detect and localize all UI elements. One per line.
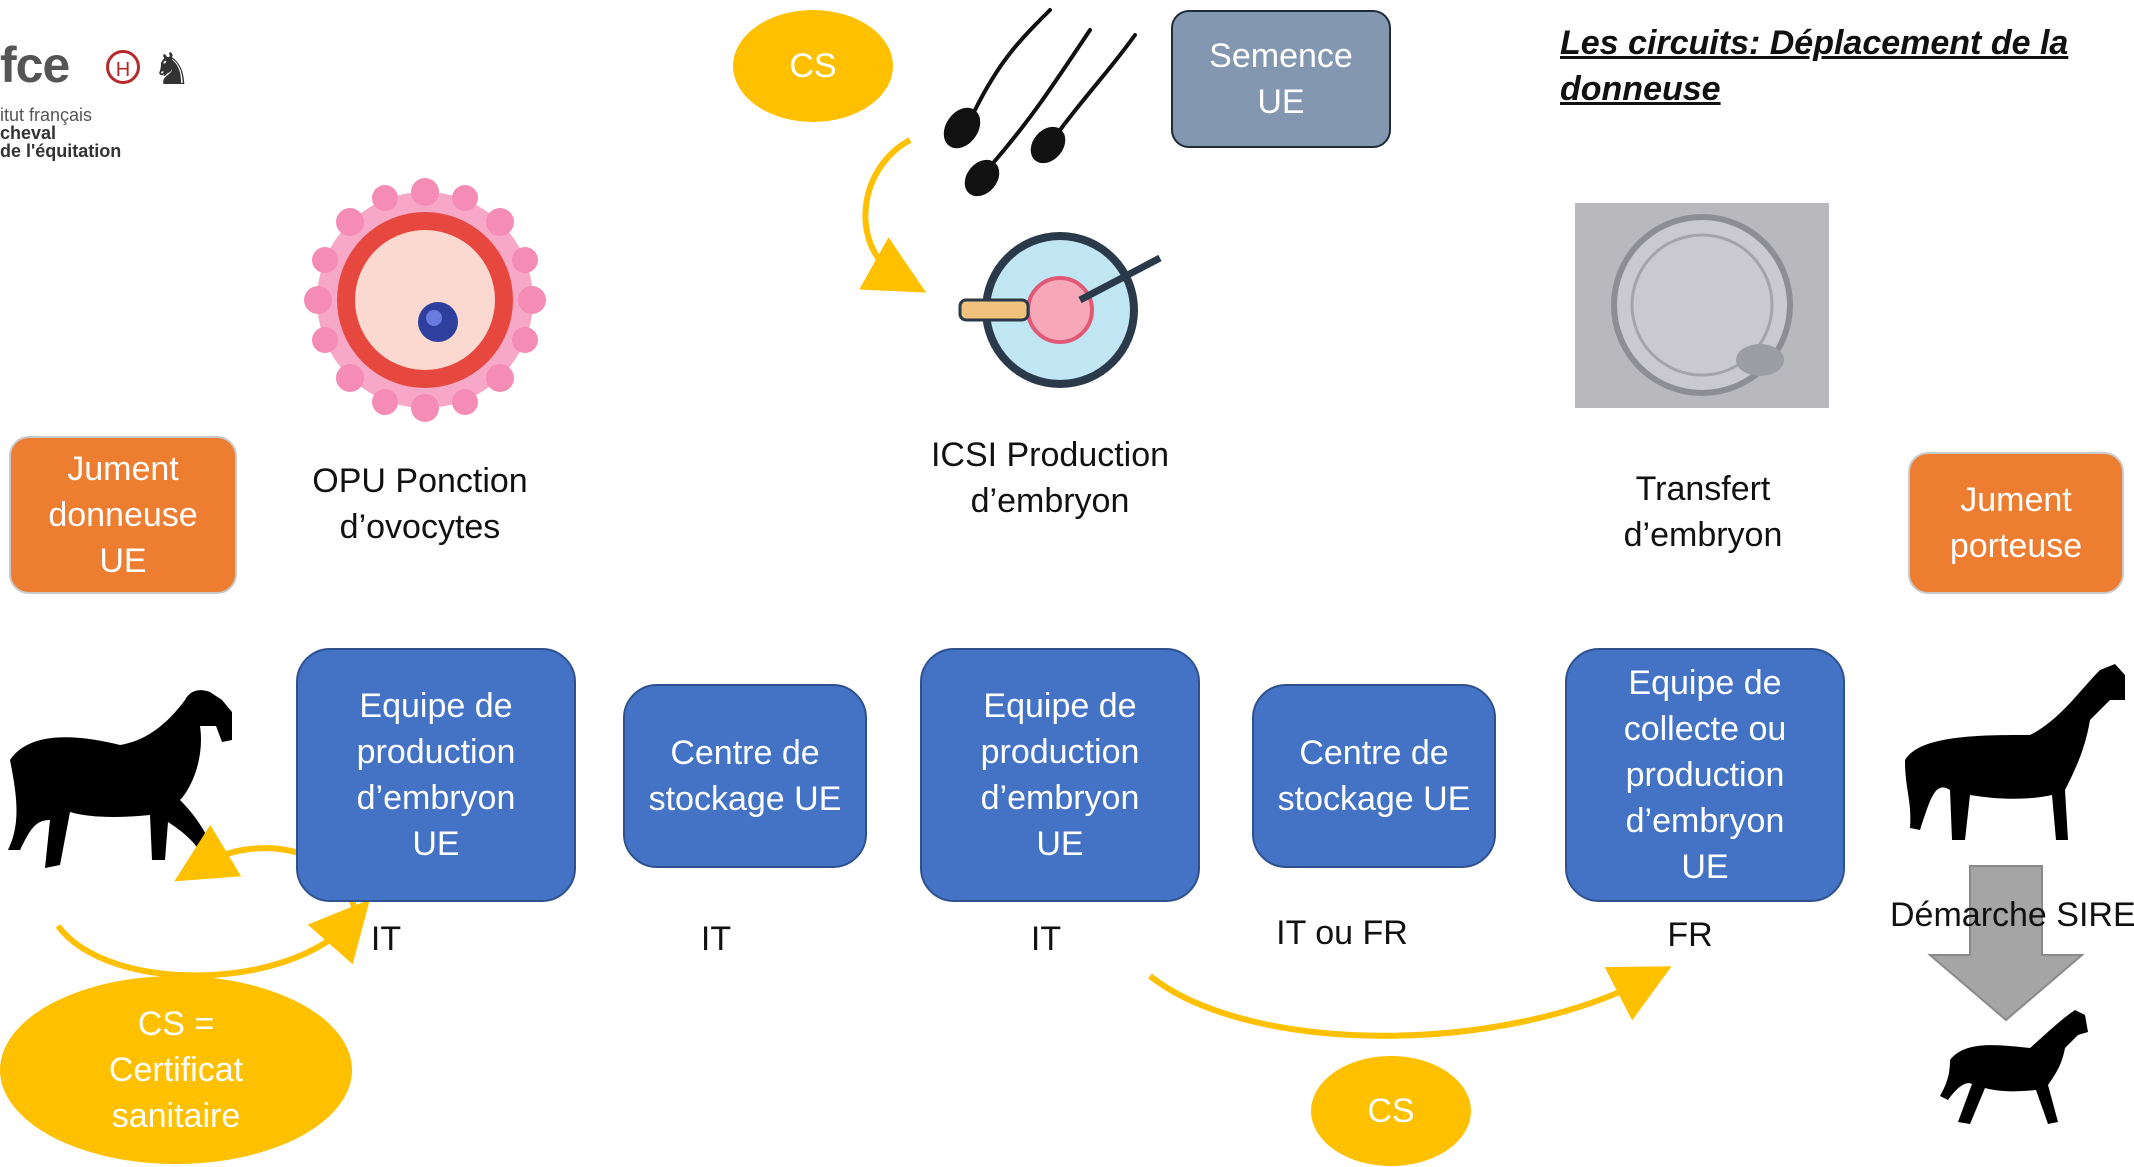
cs-legend: CS = Certificat sanitaire xyxy=(0,976,352,1164)
oocyte-icon xyxy=(304,178,546,422)
node-production-team-2: Equipe de production d’embryon UE xyxy=(920,648,1200,902)
node-semen: Semence UE xyxy=(1171,10,1391,148)
step-sire: Démarche SIRE xyxy=(1890,896,2134,934)
logo: fce H ♞ itut français cheval de l'équita… xyxy=(0,36,220,166)
sire-arrow xyxy=(1927,865,2085,1022)
sperm-icon xyxy=(943,8,1137,197)
logo-horse-icon: ♞ xyxy=(152,45,192,94)
logo-line-3: de l'équitation xyxy=(0,141,122,161)
country-label-5: FR xyxy=(1667,916,1713,954)
country-label-4: IT ou FR xyxy=(1276,914,1408,952)
step-opu: OPU Ponction d’ovocytes xyxy=(312,462,528,546)
logo-line-1: itut français xyxy=(0,105,93,125)
donor-mare-icon xyxy=(8,690,232,868)
country-label-3: IT xyxy=(1030,920,1062,958)
logo-caption: itut français cheval de l'équitation xyxy=(0,106,121,160)
cs-badge-top: CS xyxy=(733,10,893,122)
cs-arrow-top xyxy=(859,137,927,293)
foal-icon xyxy=(1940,1010,2088,1124)
cs-badge-bottom: CS xyxy=(1311,1056,1471,1166)
embryo-image xyxy=(1575,203,1829,408)
node-collection-team: Equipe de collecte ou production d’embry… xyxy=(1565,648,1845,902)
node-storage-center-2: Centre de stockage UE xyxy=(1252,684,1496,868)
page-title: Les circuits: Déplacement de la donneuse xyxy=(1560,24,2069,108)
node-donor-mare: Jument donneuse UE xyxy=(9,436,237,594)
cs-arrow-bottom-left xyxy=(55,899,370,979)
node-surrogate-mare: Jument porteuse xyxy=(1908,452,2124,594)
logo-line-2: cheval xyxy=(0,123,57,143)
country-label-1: IT xyxy=(370,920,402,958)
cs-arrow-bottom-right xyxy=(1148,966,1672,1039)
logo-emblem-icon: H xyxy=(106,50,140,84)
surrogate-mare-icon xyxy=(1905,664,2125,840)
icsi-icon xyxy=(958,232,1162,388)
node-storage-center-1: Centre de stockage UE xyxy=(623,684,867,868)
node-production-team-1: Equipe de production d’embryon UE xyxy=(296,648,576,902)
logo-mark: fce xyxy=(0,37,70,93)
step-transfer: Transfert d’embryon xyxy=(1623,470,1783,554)
country-label-2: IT xyxy=(700,920,732,958)
step-icsi: ICSI Production d’embryon xyxy=(930,436,1170,520)
